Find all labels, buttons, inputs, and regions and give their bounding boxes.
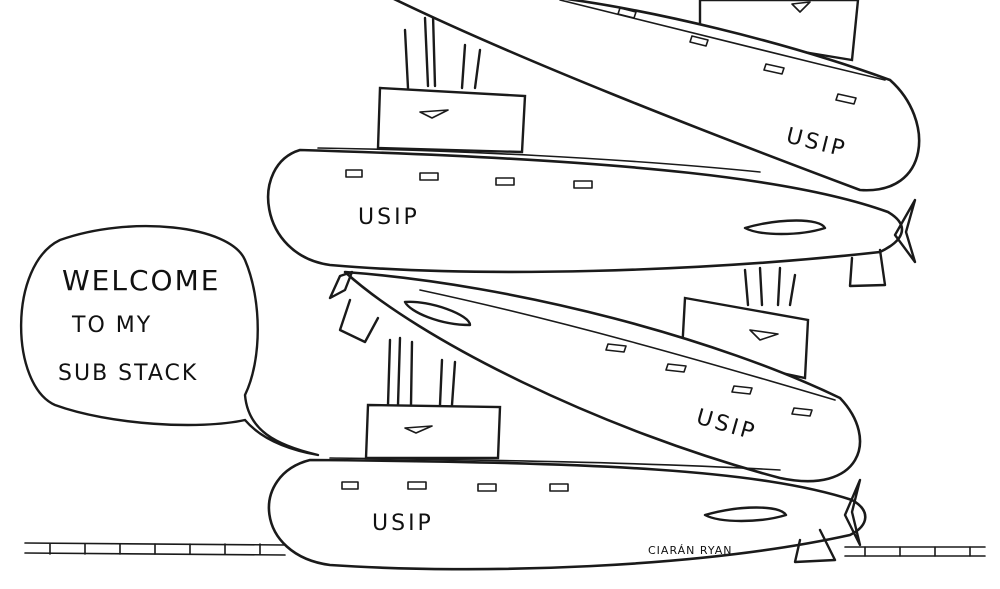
- ground-right: [844, 546, 986, 557]
- submarine-top: USIP: [393, 0, 921, 192]
- bubble-line-sub-stack: SUB STACK: [58, 361, 198, 386]
- bubble-line-welcome: WELCOME: [62, 264, 220, 297]
- submarine-label: USIP: [358, 205, 420, 230]
- ground-left: [24, 542, 286, 556]
- submarine-bottom: USIP CIARÁN RYAN: [267, 403, 867, 571]
- bubble-line-to-my: TO MY: [71, 313, 152, 338]
- periscopes: [386, 13, 797, 407]
- artist-signature: CIARÁN RYAN: [648, 544, 732, 557]
- submarine-second: USIP: [266, 86, 917, 288]
- speech-bubble: WELCOME TO MY SUB STACK: [19, 224, 320, 457]
- submarine-label: USIP: [372, 511, 434, 536]
- submarine-third: USIP: [328, 270, 862, 483]
